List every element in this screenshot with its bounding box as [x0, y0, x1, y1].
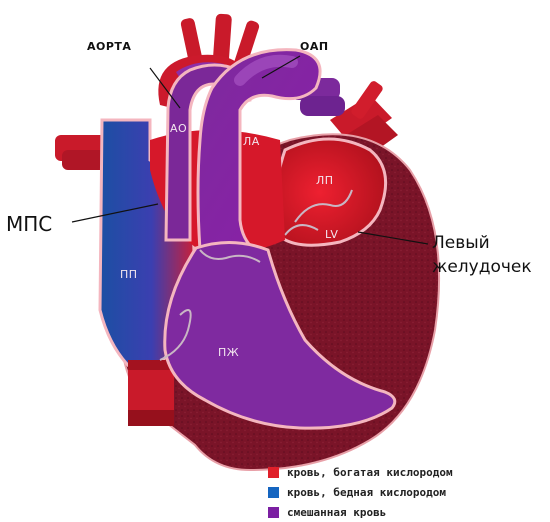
- legend-swatch-oxygenated: [268, 467, 279, 478]
- legend-swatch-deoxygenated: [268, 487, 279, 498]
- lp-label: ЛП: [316, 174, 334, 187]
- oap-callout: ОАП: [300, 40, 329, 53]
- mps-callout: МПС: [6, 212, 52, 236]
- pzh-label: ПЖ: [218, 346, 239, 359]
- aorta-callout: АОРТА: [87, 40, 131, 53]
- lv-label: LV: [325, 228, 338, 241]
- legend-item: смешанная кровь: [268, 502, 453, 522]
- ao-label: АО: [170, 122, 187, 135]
- la-label: ЛА: [243, 135, 260, 148]
- legend-item: кровь, бедная кислородом: [268, 482, 453, 502]
- legend: кровь, богатая кислородом кровь, бедная …: [268, 462, 453, 522]
- legend-swatch-mixed: [268, 507, 279, 518]
- lv-callout-line2: желудочек: [432, 256, 532, 278]
- lv-callout-line1: Левый: [432, 232, 490, 254]
- legend-label: кровь, бедная кислородом: [287, 486, 446, 499]
- legend-label: кровь, богатая кислородом: [287, 466, 453, 479]
- pp-label: ПП: [120, 268, 138, 281]
- legend-item: кровь, богатая кислородом: [268, 462, 453, 482]
- legend-label: смешанная кровь: [287, 506, 386, 519]
